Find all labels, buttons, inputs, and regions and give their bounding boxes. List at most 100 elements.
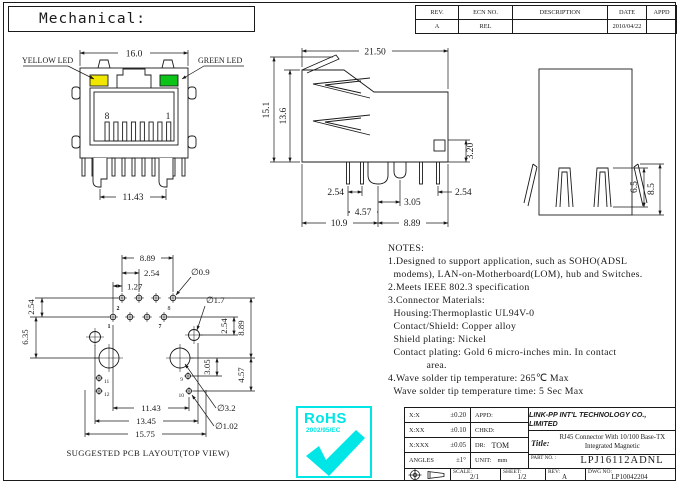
- tol-label: ANGLES: [409, 457, 434, 464]
- note-line: 4.Wave solder tip temperature: 265℃ Max: [388, 373, 569, 384]
- rev-value-bottom: A: [561, 473, 568, 481]
- projection-symbol-icon: [408, 469, 444, 481]
- end-view-drawing: 6.5 8.5: [523, 68, 664, 216]
- title-block-bottom: SCALE: 2/1 SHEET: 1/2 REV: A DWG NO: LP1…: [405, 468, 675, 481]
- tol-value: ±0.10: [450, 426, 466, 434]
- side-view-drawing: 21.50 15.1 13.6 3.20 2.54 2.54 3.05 4.57…: [262, 45, 476, 229]
- pin1-label: 1: [166, 112, 171, 122]
- part-number-cell: PART NO. : LPJ16112ADNL: [529, 455, 675, 468]
- dim-bg: [326, 217, 353, 228]
- tolerance-row: ANGLES ±1°: [405, 453, 470, 468]
- pcb-dim-635: 6.35: [20, 329, 30, 345]
- date-col-header: DATE: [608, 6, 647, 19]
- date-value: 2010/04/22: [608, 20, 647, 33]
- title-block-main: X:X ±0.20 X:XX ±0.10 X:XXX ±0.05 ANGLES …: [405, 408, 675, 468]
- page-title: Mechanical:: [39, 11, 147, 27]
- pcb-pin10-label: 10: [179, 393, 185, 399]
- dim-109-side: 10.9: [331, 219, 348, 229]
- notes-heading: NOTES:: [388, 243, 425, 254]
- pcb-dim-254-left: 2.54: [26, 299, 36, 315]
- sheet-cell: SHEET: 1/2: [501, 469, 546, 481]
- sheet-border: [3, 2, 676, 481]
- pcb-pin1-label: 1: [108, 324, 111, 330]
- end-view-body: [523, 68, 648, 216]
- tolerance-row: X:X ±0.20: [405, 408, 470, 423]
- unit-value: mm: [497, 457, 508, 464]
- pcb-dia-17: ∅1.7: [206, 295, 225, 305]
- note-line: Shield plating: Nickel: [388, 334, 487, 345]
- side-view-dim-lines: [270, 48, 470, 227]
- description-value: [513, 20, 608, 33]
- revision-table-header: REV. ECN NO. DESCRIPTION DATE APPD: [416, 6, 676, 20]
- unit-label: UNIT:: [475, 457, 492, 464]
- rev-cell: REV: A: [546, 469, 586, 481]
- front-view-dim-lines: [23, 50, 244, 200]
- rohs-title: RoHS: [304, 410, 347, 427]
- dim-bg: [118, 47, 150, 59]
- dim-width-front: 16.0: [126, 50, 143, 60]
- dim-bg: [116, 191, 150, 202]
- pcb-dia-09: ∅0.9: [191, 267, 210, 277]
- chkd-row: CHKD:: [471, 423, 528, 438]
- dim-height-outer: 15.1: [262, 101, 272, 118]
- pcb-pin7-label: 7: [159, 324, 162, 330]
- sheet-label: SHEET:: [503, 469, 522, 475]
- pcb-dim-lines: [30, 255, 255, 437]
- pcb-pin11-label: 11: [104, 379, 110, 385]
- front-view-drawing: 16.0 11.43 YELLOW LED GREEN LED 8 1: [22, 47, 244, 203]
- note-line: Housing:Thermoplastic UL94V-0: [388, 308, 535, 319]
- dim-outer-end: 8.5: [647, 183, 657, 195]
- projection-symbol-cell: [405, 469, 451, 481]
- tolerance-row: X:XX ±0.10: [405, 423, 470, 438]
- part-number-label: PART NO. :: [531, 455, 557, 461]
- front-view-body: [71, 59, 197, 188]
- tol-label: X:X: [409, 411, 420, 419]
- dim-457-side: 4.57: [355, 208, 372, 218]
- pcb-dim-1345: 13.45: [136, 416, 156, 426]
- chkd-label: CHKD:: [475, 426, 495, 434]
- dim-bg: [134, 253, 161, 263]
- dr-row: DR: TOM: [471, 438, 528, 453]
- pcb-dim-254-right: 2.54: [219, 318, 229, 334]
- pcb-dim-305: 3.05: [202, 359, 212, 375]
- drawing-title-cell: Title: RJ45 Connector With 10/100 Base-T…: [529, 431, 675, 455]
- dr-label: DR:: [475, 441, 486, 449]
- dr-value: TOM: [491, 440, 510, 450]
- ecn-col-header: ECN NO.: [459, 6, 513, 19]
- pcb-dia-102: ∅1.02: [215, 421, 238, 431]
- side-view-body: [301, 54, 449, 185]
- note-line: modems), LAN-on-Motherboard(LOM), hub an…: [388, 269, 643, 280]
- dim-pin-span: 11.43: [122, 193, 143, 203]
- company-name: LINK-PP INT'L TECHNOLOGY CO., LIMITED: [529, 408, 675, 431]
- drawing-title-line2: Integrated Magnetic: [584, 442, 640, 450]
- pcb-dim-889-right: 8.89: [236, 320, 246, 336]
- pcb-holes: [86, 293, 203, 395]
- note-line: Wave solder tip temperature time: 5 Sec …: [388, 386, 584, 397]
- dim-right-side: 3.20: [466, 142, 476, 159]
- rev-col-header: REV.: [416, 6, 459, 19]
- pcb-pin12-label: 12: [104, 392, 110, 398]
- dim-bg: [350, 206, 377, 217]
- note-line: 3.Connector Materials:: [388, 295, 485, 306]
- tol-value: ±0.20: [450, 411, 466, 419]
- title-label: Title:: [531, 437, 550, 448]
- part-number-value: LPJ16112ADNL: [580, 455, 664, 466]
- dim-pitch-right: 2.54: [455, 188, 472, 198]
- pcb-pin2-label: 2: [117, 306, 120, 312]
- ecn-value: REL: [459, 20, 513, 33]
- dim-bg: [129, 416, 163, 426]
- pcb-dim-457: 4.57: [236, 367, 246, 383]
- drawing-title: RJ45 Connector With 10/100 Base-TX Integ…: [552, 434, 673, 451]
- note-line: Contact plating: Gold 6 micro-inches min…: [388, 347, 617, 358]
- dim-bg: [359, 45, 392, 57]
- note-line: 1.Designed to support application, such …: [388, 256, 628, 267]
- dwg-no-label: DWG NO:: [588, 469, 612, 475]
- rohs-checkmark-icon: [306, 430, 365, 476]
- pcb-dim-1575: 15.75: [135, 429, 155, 439]
- appd-value: [647, 20, 676, 33]
- approval-column: APPD: CHKD: DR: TOM UNIT: mm: [471, 408, 529, 468]
- pin8-label: 8: [105, 112, 110, 122]
- pcb-pin8-label: 8: [168, 306, 171, 312]
- green-led: [159, 74, 179, 87]
